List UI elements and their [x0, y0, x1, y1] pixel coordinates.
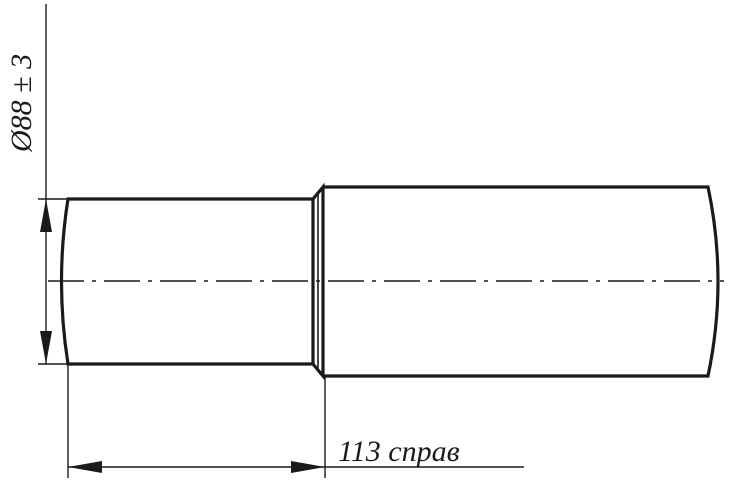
- diameter-label: Ø88 ± 3: [5, 54, 38, 153]
- length-label: 113 справ: [338, 435, 460, 468]
- length-arrow-right: [291, 461, 325, 473]
- length-arrow-left: [68, 461, 102, 473]
- diameter-arrow-bottom: [40, 331, 52, 364]
- diameter-arrow-top: [40, 199, 52, 232]
- shaft-large-section: [323, 185, 720, 378]
